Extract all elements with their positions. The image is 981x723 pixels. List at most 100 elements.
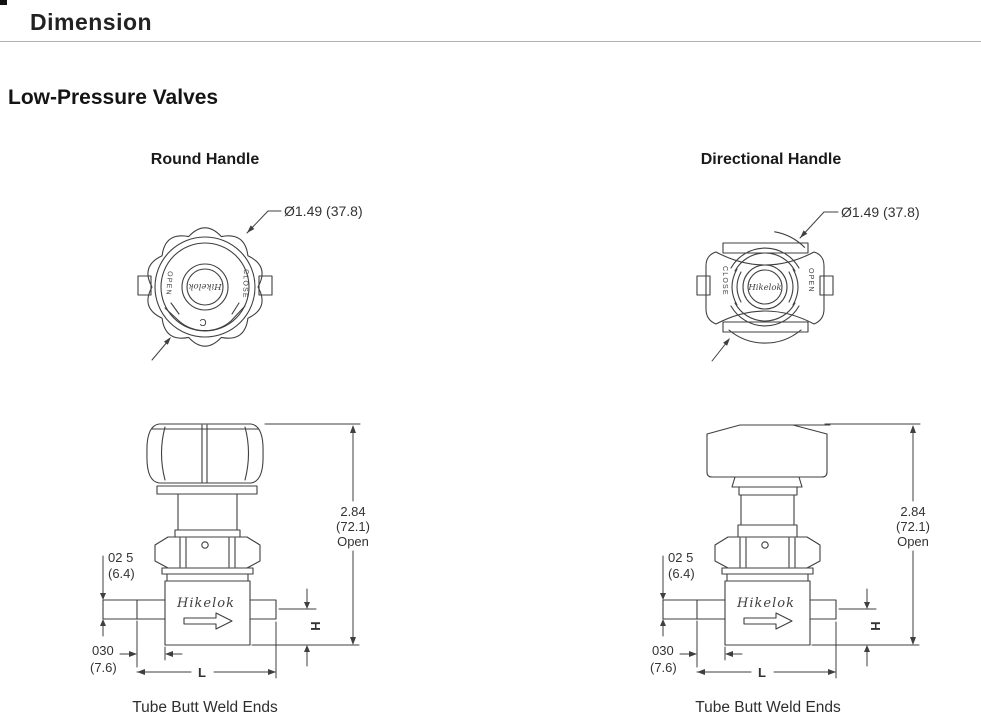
round-handle-barrel-outline (146, 423, 264, 484)
round-handle-close-label: CLOSE (241, 269, 249, 299)
caption-directional-valve: Tube Butt Weld Ends (695, 699, 841, 716)
bonnet-hex-nut (154, 536, 261, 569)
overall-height-mm-label: (72.1) (336, 519, 370, 534)
leader-line (151, 340, 169, 361)
round-handle-hub-circle-inner (186, 268, 224, 306)
round-handle-top-view: Hikelok OPEN CLOSE C Ø1.49 (37.8) (137, 203, 363, 361)
tube-od-dimension: 02 5 (6.4) (100, 550, 135, 637)
diameter-dimension-label: Ø1.49 (37.8) (841, 204, 920, 220)
directional-valve-stem-upper (740, 494, 795, 526)
valve-body-with-dimensions: Hikelok 02 5 (6.4) 030 (7.6) (90, 423, 370, 680)
round-handle-lower-leader (151, 337, 171, 361)
directional-valve-stem-lower (737, 524, 798, 538)
section-header-bar: Dimension (0, 4, 981, 42)
leader-arrowhead (723, 338, 730, 346)
valve-body (164, 580, 251, 646)
dimension-arrowhead (165, 651, 173, 657)
length-dimension: L (136, 621, 277, 680)
overall-height-state-label: Open (337, 534, 369, 549)
bonnet-washer-upper (161, 567, 254, 575)
port-height-dimension: H (278, 588, 323, 667)
directional-handle-bottom-flat (722, 321, 809, 333)
valve-body-brand-label: Hikelok (176, 596, 235, 611)
directional-handle-diameter-callout: Ø1.49 (37.8) (799, 204, 920, 239)
direction-arc-right-outer (792, 268, 799, 306)
direction-arc-right-inner (788, 271, 794, 303)
directional-handle-bowtie-outline (705, 251, 825, 325)
directional-handle-hub-circle-inner (747, 269, 783, 305)
column-title-round-handle: Round Handle (151, 151, 260, 168)
dimension-arrowhead (350, 425, 356, 433)
direction-arc-left-inner (736, 271, 742, 303)
round-handle-tick-left (170, 302, 180, 315)
knob-base-arc-top-outer (730, 247, 800, 269)
round-handle-rim-circle-outer (154, 236, 256, 338)
directional-handle-collar (731, 476, 803, 488)
height-symbol-label: H (308, 621, 323, 630)
diameter-reference-arc-top (774, 231, 806, 248)
directional-handle-brand-label: Hikelok (747, 283, 781, 293)
stub-length-inch-label: 030 (92, 643, 114, 658)
column-title-directional-handle: Directional Handle (701, 151, 842, 168)
leader-arrowhead (800, 230, 808, 238)
round-handle-tick-right (231, 302, 240, 315)
extension-lines (136, 620, 166, 668)
round-handle-hub-circle-outer (181, 263, 229, 311)
directional-handle-close-label: CLOSE (721, 266, 728, 296)
leader-line (246, 210, 282, 234)
leader-line (799, 211, 839, 239)
dimension-arrowhead (129, 651, 137, 657)
dimension-arrowhead (100, 619, 106, 626)
dimension-arrowhead (350, 637, 356, 645)
round-handle-open-label: OPEN (164, 271, 173, 296)
hex-nut-pin-hole (201, 541, 209, 549)
directional-handle-block-outline (706, 424, 828, 478)
page-corner-mark (0, 0, 7, 5)
round-handle-side-view (146, 423, 264, 538)
knob-base-arc-bottom-inner (734, 302, 796, 322)
length-symbol-label: L (198, 665, 206, 680)
round-handle-brand-label: Hikelok (188, 281, 222, 291)
dimension-arrowhead (137, 669, 145, 675)
knob-base-arc-bottom-outer (730, 305, 800, 327)
knob-base-arc-top-inner (734, 252, 796, 272)
round-handle-collar (156, 485, 258, 495)
round-handle-scalloped-edge (147, 227, 263, 347)
leader-line (711, 341, 728, 362)
direction-arc-left-outer (731, 268, 738, 306)
section-header-title: Dimension (30, 9, 153, 35)
directional-valve-body-with-dimensions (649, 423, 931, 681)
diameter-reference-arc-bottom (728, 329, 802, 344)
round-valve-stem-lower (174, 529, 241, 538)
directional-handle-right-tab (819, 275, 834, 296)
directional-handle-band (738, 486, 798, 496)
leader-arrowhead (247, 225, 255, 233)
round-handle-lower-band (164, 305, 246, 332)
flow-direction-arrow (183, 612, 233, 630)
outlet-weld-stub (249, 599, 277, 620)
hex-nut-facet-lines (179, 537, 236, 568)
round-valve-stem-upper (177, 493, 238, 531)
tube-od-mm-label: (6.4) (108, 566, 135, 581)
page-title: Low-Pressure Valves (8, 86, 219, 109)
tube-od-inch-label: 02 5 (108, 550, 133, 565)
round-handle-c-mark: C (199, 316, 206, 327)
dimension-arrowhead (304, 645, 310, 652)
round-handle-curvature-lines (160, 426, 250, 481)
inlet-tube-and-weld-stub (102, 599, 166, 620)
directional-handle-hub-circle-outer (742, 264, 788, 310)
dimension-arrowhead (304, 602, 310, 609)
dimension-arrowhead (268, 669, 276, 675)
diameter-dimension-label: Ø1.49 (37.8) (284, 203, 363, 219)
bonnet-washer-lower (166, 573, 249, 582)
overall-height-dimension: 2.84 (72.1) Open (251, 423, 370, 646)
leader-arrowhead (163, 337, 171, 345)
round-handle-ridge-lines (201, 424, 208, 484)
directional-handle-lower-leader (711, 338, 730, 362)
directional-handle-top-view: Hikelok CLOSE OPEN Ø1.49 (37.8) (696, 204, 920, 362)
caption-round-valve: Tube Butt Weld Ends (132, 699, 278, 716)
overall-height-inch-label: 2.84 (340, 504, 365, 519)
dimension-arrowhead (100, 593, 106, 600)
